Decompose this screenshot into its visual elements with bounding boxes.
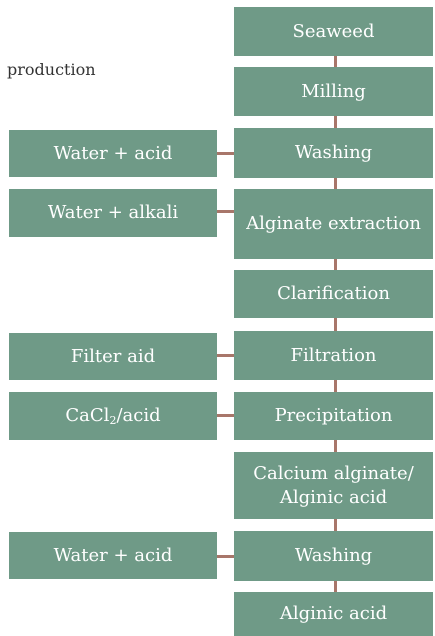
input-label: Filter aid: [70, 345, 156, 367]
main-flow-line: [334, 40, 337, 610]
input-connector-filter-aid: [216, 354, 236, 357]
step-label: Alginate extraction: [246, 213, 421, 235]
input-connector-water-alkali: [216, 210, 236, 213]
step-label: Alginic acid: [279, 603, 388, 625]
input-water-alkali: Water + alkali: [9, 189, 217, 237]
step-label: Washing: [294, 545, 373, 567]
step-calcium-alginate: Calcium alginate/ Alginic acid: [234, 452, 433, 519]
step-washing-1: Washing: [234, 128, 433, 178]
input-connector-cacl2: [216, 414, 236, 417]
step-alginic-acid: Alginic acid: [234, 592, 433, 636]
input-label: Water + acid: [53, 142, 173, 164]
step-label: Precipitation: [274, 405, 393, 427]
step-label: Seaweed: [292, 20, 375, 42]
step-washing-2: Washing: [234, 531, 433, 581]
step-filtration: Filtration: [234, 331, 433, 380]
step-label: Clarification: [277, 283, 390, 305]
input-label: CaCl2/acid: [65, 404, 160, 427]
step-label: Milling: [301, 80, 366, 102]
input-label-suffix: /acid: [116, 405, 161, 426]
step-seaweed: Seaweed: [234, 7, 433, 56]
step-alginate-extraction: Alginate extraction: [234, 189, 433, 259]
step-milling: Milling: [234, 67, 433, 116]
step-label-line2: Alginic acid: [279, 486, 388, 508]
input-connector-water-acid-1: [216, 152, 236, 155]
step-label: Calcium alginate/: [253, 463, 414, 485]
input-cacl2-acid: CaCl2/acid: [9, 392, 217, 440]
step-label: Filtration: [290, 344, 377, 366]
input-water-acid-1: Water + acid: [9, 130, 217, 177]
input-label-subscript: 2: [109, 414, 117, 427]
input-label: Water + alkali: [47, 202, 179, 223]
input-label: Water + acid: [53, 544, 173, 566]
input-connector-water-acid-2: [216, 555, 236, 558]
diagram-caption: production: [7, 60, 96, 79]
step-clarification: Clarification: [234, 270, 433, 318]
input-label-formula: CaCl: [65, 405, 110, 426]
step-label: Washing: [294, 142, 373, 164]
input-filter-aid: Filter aid: [9, 333, 217, 380]
input-water-acid-2: Water + acid: [9, 532, 217, 579]
step-precipitation: Precipitation: [234, 392, 433, 440]
